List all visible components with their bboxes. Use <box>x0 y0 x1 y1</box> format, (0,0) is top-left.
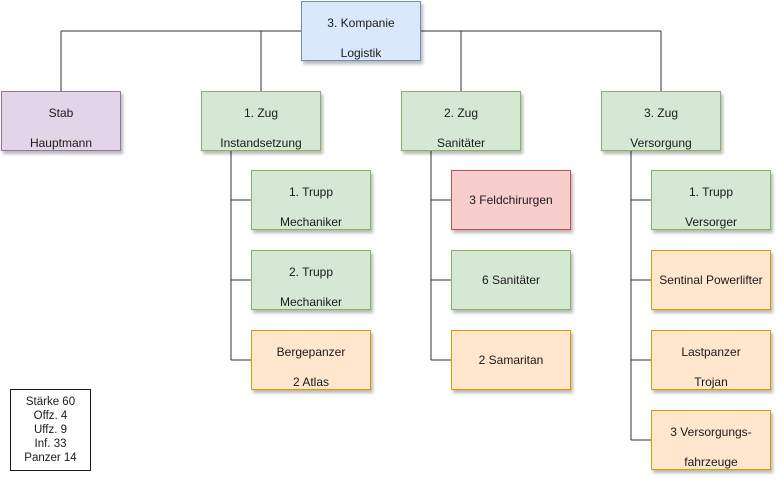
node-stab: Stab Hauptmann <box>1 91 121 151</box>
node-zug1-trupp2-line1: 2. Trupp <box>288 265 334 279</box>
node-stab-line1: Stab <box>48 106 74 120</box>
node-zug1-line2: Instandsetzung <box>220 136 302 150</box>
node-zug3-line2: Versorgung <box>630 136 692 150</box>
stat-inf: Inf. 33 <box>34 438 67 450</box>
node-zug3-powerlifter: Sentinal Powerlifter <box>651 250 771 310</box>
node-zug1-trupp1: 1. Trupp Mechaniker <box>251 170 371 230</box>
node-zug3-lastpanzer: Lastpanzer Trojan <box>651 330 771 390</box>
node-zug3-lastpanzer-line1: Lastpanzer <box>681 345 741 359</box>
node-zug2-feldchirurgen: 3 Feldchirurgen <box>451 170 571 230</box>
stat-staerke: Stärke 60 <box>25 396 76 408</box>
node-zug1-line1: 1. Zug <box>243 106 279 120</box>
node-zug3-versorgungsfahrzeuge-line1: 3 Versorgungs- <box>670 425 752 439</box>
node-zug2-samaritan: 2 Samaritan <box>451 330 571 390</box>
strength-summary-box: Stärke 60 Offz. 4 Uffz. 9 Inf. 33 Panzer… <box>10 389 91 471</box>
stat-offz: Offz. 4 <box>33 410 68 422</box>
node-zug2-line2: Sanitäter <box>436 136 486 150</box>
node-zug3-lastpanzer-line2: Trojan <box>694 375 728 389</box>
node-stab-line2: Hauptmann <box>29 136 93 150</box>
node-zug3-line1: 3. Zug <box>643 106 678 120</box>
node-zug3-trupp1: 1. Trupp Versorger <box>651 170 771 230</box>
node-zug1-trupp1-line2: Mechaniker <box>279 215 343 229</box>
node-zug2-samaritan-label: 2 Samaritan <box>478 352 544 367</box>
node-zug2: 2. Zug Sanitäter <box>401 91 521 151</box>
node-zug3-trupp1-line2: Versorger <box>684 215 738 229</box>
node-zug3: 3. Zug Versorgung <box>601 91 721 151</box>
node-zug3-powerlifter-label: Sentinal Powerlifter <box>659 272 763 287</box>
node-zug2-feldchirurgen-label: 3 Feldchirurgen <box>469 192 553 207</box>
root-node-kompanie: 3. Kompanie Logistik <box>301 1 421 61</box>
stat-panzer: Panzer 14 <box>24 452 77 464</box>
node-zug3-trupp1-line1: 1. Trupp <box>688 185 734 199</box>
node-zug2-sanitaeter: 6 Sanitäter <box>451 250 571 310</box>
root-node-line2: Logistik <box>340 46 382 60</box>
node-zug1-bergepanzer-line2: 2 Atlas <box>292 375 330 389</box>
node-zug2-sanitaeter-label: 6 Sanitäter <box>481 272 541 287</box>
node-zug1-bergepanzer: Bergepanzer 2 Atlas <box>251 330 371 390</box>
node-zug2-line1: 2. Zug <box>443 106 479 120</box>
node-zug3-versorgungsfahrzeuge-line2: fahrzeuge <box>684 455 738 469</box>
node-zug1: 1. Zug Instandsetzung <box>201 91 321 151</box>
stat-uffz: Uffz. 9 <box>33 424 68 436</box>
node-zug1-trupp2-line2: Mechaniker <box>279 295 343 309</box>
node-zug1-bergepanzer-line1: Bergepanzer <box>276 345 346 359</box>
node-zug1-trupp1-line1: 1. Trupp <box>288 185 334 199</box>
node-zug1-trupp2: 2. Trupp Mechaniker <box>251 250 371 310</box>
root-node-line1: 3. Kompanie <box>327 16 395 30</box>
node-zug3-versorgungsfahrzeuge: 3 Versorgungs- fahrzeuge <box>651 410 771 470</box>
